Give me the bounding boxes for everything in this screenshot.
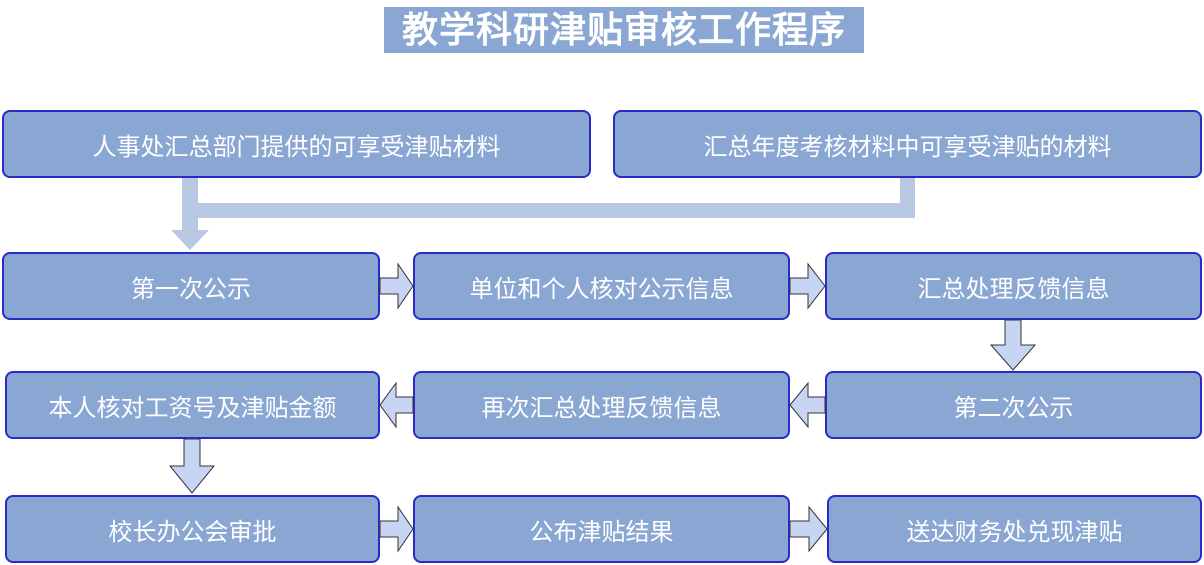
arrow-left-icon [789, 381, 826, 429]
step-first-publicity: 第一次公示 [2, 252, 380, 320]
step-publish-results: 公布津贴结果 [413, 495, 790, 563]
merge-connector [171, 178, 915, 250]
step-verify-salary: 本人核对工资号及津贴金额 [5, 371, 380, 439]
arrow-right-icon [379, 505, 414, 553]
step-president-approval: 校长办公会审批 [5, 495, 380, 563]
arrow-right-icon [789, 505, 828, 553]
arrow-down-icon [168, 438, 216, 494]
arrow-down-icon [989, 319, 1037, 371]
step-process-feedback: 汇总处理反馈信息 [825, 252, 1202, 320]
step-finance-payment: 送达财务处兑现津贴 [827, 495, 1202, 563]
step-second-publicity: 第二次公示 [825, 371, 1202, 439]
source-box-assessment: 汇总年度考核材料中可享受津贴的材料 [613, 110, 1202, 178]
arrow-right-icon [379, 262, 414, 310]
arrow-right-icon [789, 262, 826, 310]
source-box-hr: 人事处汇总部门提供的可享受津贴材料 [2, 110, 591, 178]
step-reprocess-feedback: 再次汇总处理反馈信息 [413, 371, 790, 439]
arrow-left-icon [379, 381, 414, 429]
page-title: 教学科研津贴审核工作程序 [384, 7, 864, 53]
step-verify-info: 单位和个人核对公示信息 [413, 252, 790, 320]
